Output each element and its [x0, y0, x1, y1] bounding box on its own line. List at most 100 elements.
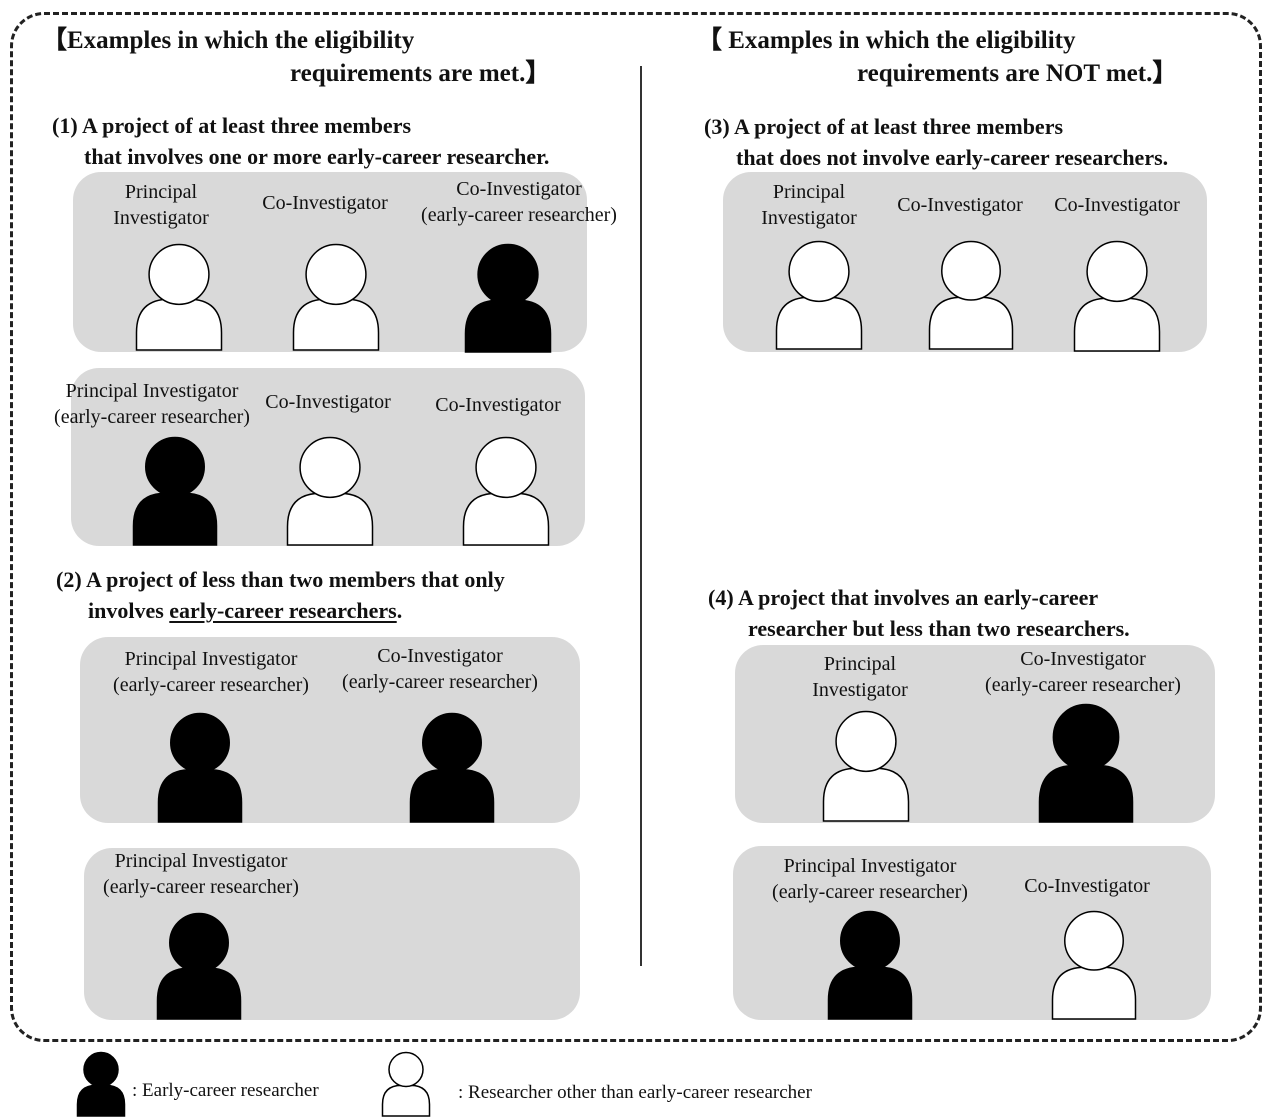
- member-label: Co-Investigator: [265, 391, 391, 413]
- person-head: [1064, 910, 1124, 971]
- example-2-title: (2) A project of less than two members t…: [56, 564, 505, 623]
- person-body: [464, 299, 552, 353]
- early-career-researcher-icon: [464, 243, 552, 353]
- person-body: [381, 1084, 431, 1117]
- right-heading-line2: requirements are NOT met.】: [857, 60, 1178, 87]
- person-body: [1073, 297, 1161, 352]
- person-head: [1086, 240, 1148, 303]
- person-body: [76, 1084, 126, 1117]
- member-label: Principal Investigator(early-career rese…: [103, 850, 299, 898]
- person-body: [822, 767, 910, 822]
- early-career-researcher-icon: [409, 712, 495, 823]
- person-body: [928, 296, 1014, 350]
- researcher-icon: [286, 436, 374, 546]
- person-body: [132, 492, 218, 546]
- person-body: [156, 967, 242, 1020]
- example-2-title-line1: (2) A project of less than two members t…: [56, 567, 505, 592]
- column-divider: [640, 66, 642, 966]
- researcher-icon: [292, 243, 380, 351]
- person-body: [1051, 966, 1137, 1020]
- researcher-icon: [135, 243, 223, 351]
- diagram-frame: [10, 12, 1262, 1042]
- person-head: [477, 243, 539, 306]
- example-4-title-line2: researcher but less than two researchers…: [748, 616, 1130, 641]
- person-body: [135, 298, 223, 351]
- member-label: Co-Investigator: [435, 394, 561, 416]
- person-head: [1052, 703, 1120, 771]
- member-label: Principal Investigator(early-career rese…: [54, 380, 250, 428]
- person-head: [840, 910, 900, 971]
- legend-outline-label: : Researcher other than early-career res…: [458, 1082, 812, 1103]
- example-1-title: (1) A project of at least three members …: [52, 110, 549, 169]
- member-label: Co-Investigator: [1054, 194, 1180, 216]
- person-head: [941, 240, 1001, 301]
- person-body: [409, 768, 495, 823]
- person-body: [775, 296, 863, 350]
- other-researcher-legend-icon: [381, 1051, 431, 1117]
- example-4-title: (4) A project that involves an early-car…: [708, 582, 1130, 641]
- left-heading-line1: 【Examples in which the eligibility: [42, 27, 415, 54]
- researcher-icon: [1051, 910, 1137, 1020]
- person-head: [170, 712, 230, 773]
- member-label: Co-Investigator(early-career researcher): [342, 645, 538, 693]
- researcher-icon: [822, 710, 910, 822]
- researcher-icon: [775, 240, 863, 350]
- early-career-researcher-icon: [132, 436, 218, 546]
- example-2-panel-1: Principal Investigator(early-career rese…: [80, 637, 580, 823]
- member-label: Co-Investigator(early-career researcher): [985, 648, 1181, 696]
- example-3-title-line1: (3) A project of at least three members: [704, 114, 1064, 139]
- member-label: Principal Investigator(early-career rese…: [113, 648, 309, 696]
- person-head: [422, 712, 482, 773]
- person-body: [1038, 764, 1134, 823]
- example-2-title-prefix: involves: [88, 598, 170, 623]
- person-head: [169, 912, 229, 973]
- researcher-icon: [462, 436, 550, 546]
- legend-filled-label: : Early-career researcher: [132, 1080, 319, 1101]
- early-career-researcher-icon: [156, 912, 242, 1020]
- early-career-researcher-icon: [157, 712, 243, 823]
- person-head: [83, 1051, 119, 1088]
- left-heading-line2: requirements are met.】: [290, 60, 551, 87]
- example-2-title-line2: involves early-career researchers.: [88, 595, 402, 626]
- example-3-title: (3) A project of at least three members …: [704, 111, 1168, 170]
- left-heading: 【Examples in which the eligibility requi…: [42, 24, 550, 87]
- person-body: [462, 492, 550, 546]
- person-head: [835, 710, 897, 773]
- person-head: [475, 436, 537, 499]
- example-1-title-line1: (1) A project of at least three members: [52, 113, 412, 138]
- right-heading: 【 Examples in which the eligibility requ…: [697, 24, 1177, 87]
- early-career-researcher-icon: [1038, 703, 1134, 823]
- example-2-title-suffix: .: [396, 598, 403, 623]
- researcher-icon: [928, 240, 1014, 350]
- person-body: [827, 966, 913, 1020]
- member-label: Principal Investigator(early-career rese…: [772, 855, 968, 903]
- person-head: [305, 243, 367, 306]
- person-body: [286, 492, 374, 546]
- member-label: Co-Investigator(early-career researcher): [421, 178, 617, 226]
- person-head: [148, 243, 210, 306]
- example-2-title-underlined: early-career researchers: [169, 598, 397, 623]
- person-head: [388, 1051, 424, 1088]
- person-body: [157, 768, 243, 823]
- example-1-title-line2: that involves one or more early-career r…: [84, 144, 550, 169]
- person-body: [292, 298, 380, 351]
- member-label: Co-Investigator: [897, 194, 1023, 216]
- member-label: Co-Investigator: [1024, 875, 1150, 897]
- researcher-icon: [1073, 240, 1161, 352]
- member-label: Co-Investigator: [262, 192, 388, 214]
- person-head: [299, 436, 361, 499]
- person-head: [145, 436, 205, 497]
- example-2-panel-2: Principal Investigator(early-career rese…: [84, 848, 580, 1020]
- example-4-panel-2: Principal Investigator(early-career rese…: [733, 846, 1211, 1020]
- example-1-panel-2: Principal Investigator(early-career rese…: [54, 368, 585, 546]
- example-4-title-line1: (4) A project that involves an early-car…: [708, 585, 1099, 610]
- early-career-legend-icon: [76, 1051, 126, 1117]
- person-head: [788, 240, 850, 303]
- early-career-researcher-icon: [827, 910, 913, 1020]
